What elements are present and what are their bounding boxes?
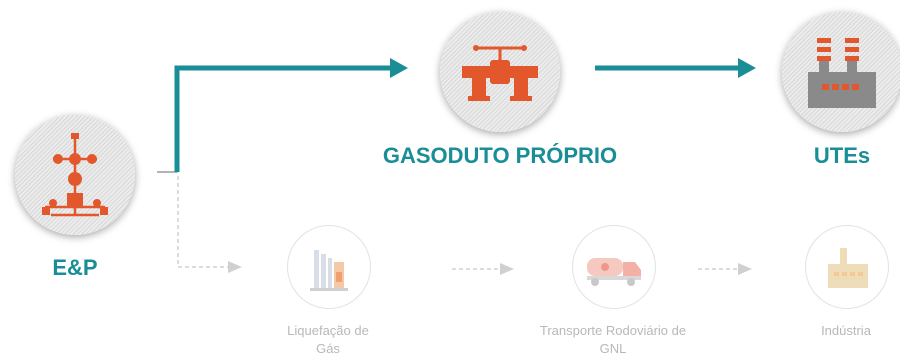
ep-node xyxy=(15,115,135,235)
gasoduto-node xyxy=(440,12,560,132)
transporte-node xyxy=(572,225,656,309)
liquefaction-plant-icon xyxy=(310,250,348,291)
transporte-label-line2: GNL xyxy=(599,341,627,356)
transporte-label-line1: Transporte Rodoviário de xyxy=(539,323,687,338)
industria-node xyxy=(805,225,889,309)
gasoduto-label: GASODUTO PRÓPRIO xyxy=(382,143,618,168)
arrowhead-gasoduto xyxy=(390,58,408,78)
liquefacao-label-line1: Liquefação de xyxy=(287,323,369,338)
factory-icon xyxy=(828,248,868,288)
transporte-label: Transporte Rodoviário de GNL xyxy=(513,322,713,358)
arrowhead-industria xyxy=(738,263,752,275)
industria-label: Indústria xyxy=(821,323,871,338)
utes-label: UTEs xyxy=(813,143,871,168)
path-ep-to-gasoduto xyxy=(174,65,392,172)
liquefacao-label: Liquefação de Gás xyxy=(258,322,398,358)
tanker-truck-icon xyxy=(587,258,641,286)
path-ep-to-liquefacao xyxy=(177,176,228,268)
utes-node xyxy=(782,12,900,132)
liquefacao-label-line2: Gás xyxy=(316,341,340,356)
arrowhead-liquefacao xyxy=(228,261,242,273)
power-plant-icon xyxy=(808,38,876,108)
wellhead-icon xyxy=(42,133,108,217)
liquefacao-node xyxy=(287,225,371,309)
arrowhead-transporte xyxy=(500,263,514,275)
arrowhead-utes xyxy=(738,58,756,78)
pipeline-valve-icon xyxy=(462,45,538,101)
ep-label: E&P xyxy=(52,255,98,280)
